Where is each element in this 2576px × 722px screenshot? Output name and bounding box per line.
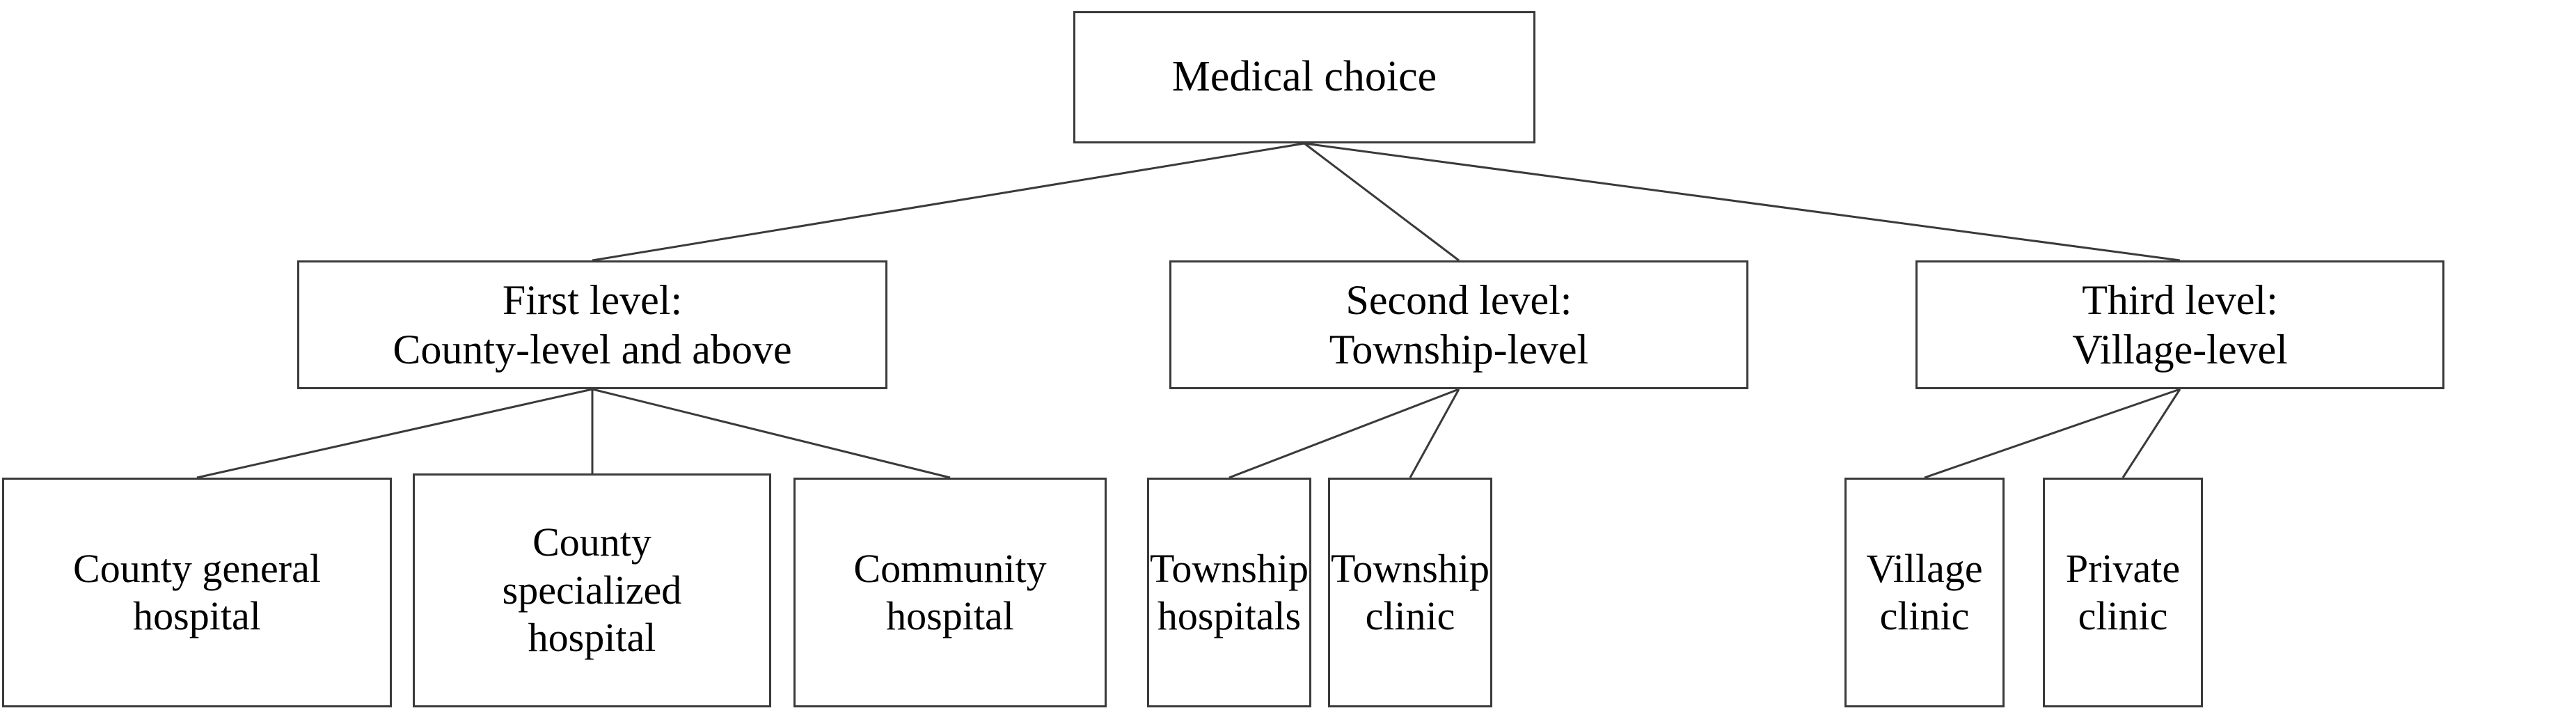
connector-first-to-county-general <box>196 388 593 479</box>
node-township-clinic[interactable]: Township clinic <box>1328 478 1492 707</box>
node-township-hospitals[interactable]: Township hospitals <box>1147 478 1311 707</box>
node-medical-choice[interactable]: Medical choice <box>1073 11 1535 143</box>
node-county-specialized-hospital[interactable]: County specialized hospital <box>413 473 771 707</box>
connector-root-to-third-level <box>1304 142 2181 262</box>
node-second-level[interactable]: Second level: Township-level <box>1169 260 1748 389</box>
node-first-level[interactable]: First level: County-level and above <box>297 260 887 389</box>
connector-third-to-private-clinic <box>2121 389 2181 478</box>
connector-second-to-township-clinic <box>1409 389 1460 478</box>
connector-third-to-village-clinic <box>1924 388 2181 479</box>
connector-root-to-second-level <box>1304 142 1460 262</box>
node-private-clinic[interactable]: Private clinic <box>2043 478 2203 707</box>
connector-second-to-township-hospitals <box>1228 388 1460 479</box>
connector-root-to-first-level <box>592 142 1305 262</box>
node-county-general-hospital[interactable]: County general hospital <box>2 478 392 707</box>
node-village-clinic[interactable]: Village clinic <box>1844 478 2005 707</box>
node-community-hospital[interactable]: Community hospital <box>793 478 1107 707</box>
connector-first-to-community <box>592 388 951 479</box>
node-third-level[interactable]: Third level: Village-level <box>1915 260 2444 389</box>
